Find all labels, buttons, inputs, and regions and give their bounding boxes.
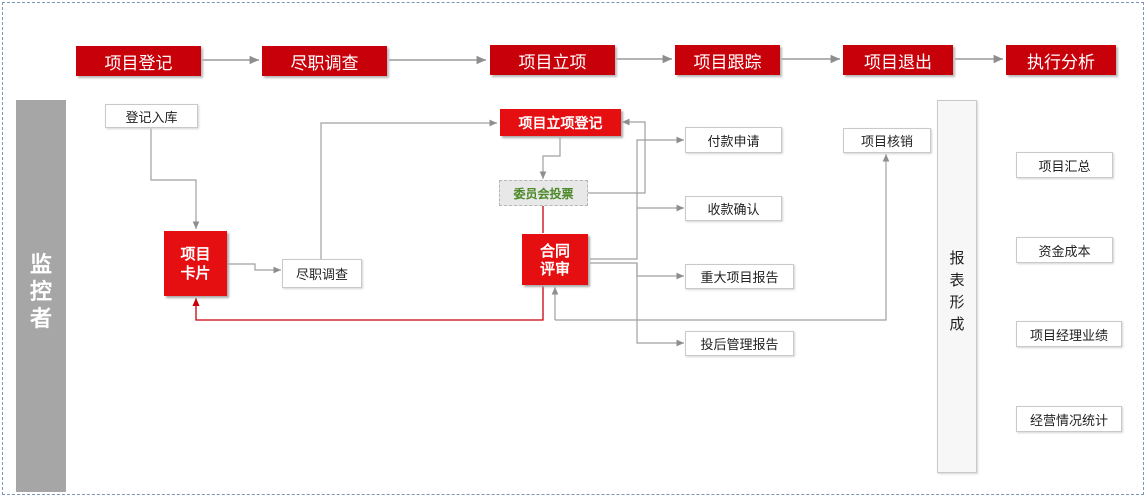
report-char: 表 bbox=[949, 271, 965, 289]
arrow-diligence-to-approval bbox=[320, 119, 497, 259]
node-approval-register: 项目立项登记 bbox=[500, 109, 621, 136]
arrow-register-to-card bbox=[150, 128, 200, 229]
arrow-contract-to-tracking bbox=[590, 136, 684, 260]
stage-approval: 项目立项 bbox=[490, 45, 615, 75]
monitor-char: 监 bbox=[29, 253, 52, 278]
node-project-writeoff: 项目核销 bbox=[843, 128, 931, 153]
report-char: 报 bbox=[949, 249, 965, 267]
analysis-capital-cost: 资金成本 bbox=[1016, 237, 1113, 263]
arrow-card-to-diligence bbox=[228, 263, 281, 274]
monitor-label: 监 控 者 bbox=[16, 252, 66, 333]
monitor-char: 控 bbox=[29, 280, 52, 305]
node-due-diligence: 尽职调查 bbox=[282, 259, 362, 288]
node-payment-request: 付款申请 bbox=[685, 127, 782, 153]
stage-registration: 项目登记 bbox=[76, 46, 201, 76]
node-major-project-report: 重大项目报告 bbox=[685, 264, 794, 289]
analysis-project-summary: 项目汇总 bbox=[1016, 152, 1113, 178]
report-formation-label: 报 表 形 成 bbox=[937, 247, 977, 335]
stage-exit: 项目退出 bbox=[843, 45, 953, 75]
stage-due-diligence: 尽职调查 bbox=[262, 46, 387, 76]
arrow-to-post-report bbox=[636, 263, 684, 347]
contract-review-line: 评审 bbox=[539, 259, 570, 278]
contract-review-line: 合同 bbox=[539, 241, 570, 260]
analysis-manager-performance: 项目经理业绩 bbox=[1016, 321, 1122, 347]
stage-tracking: 项目跟踪 bbox=[675, 45, 780, 75]
stage-analysis: 执行分析 bbox=[1006, 45, 1116, 75]
node-post-investment-report: 投后管理报告 bbox=[685, 331, 794, 356]
node-contract-review: 合同 评审 bbox=[522, 234, 588, 285]
arrow-to-writeoff bbox=[555, 154, 890, 321]
report-formation-panel bbox=[937, 100, 977, 473]
project-card-line: 卡片 bbox=[180, 263, 211, 282]
monitor-sidebar bbox=[16, 100, 66, 492]
report-char: 成 bbox=[949, 315, 965, 333]
analysis-operation-stats: 经营情况统计 bbox=[1016, 406, 1122, 432]
node-committee-vote: 委员会投票 bbox=[499, 180, 588, 206]
report-char: 形 bbox=[949, 293, 965, 311]
project-card-line: 项目 bbox=[180, 244, 211, 263]
node-receipt-confirm: 收款确认 bbox=[685, 196, 782, 221]
arrow-vote-back-to-approval bbox=[588, 118, 646, 194]
node-project-card: 项目 卡片 bbox=[164, 231, 227, 296]
node-register-storage: 登记入库 bbox=[105, 104, 198, 128]
arrow-approval-to-vote bbox=[539, 137, 561, 179]
monitor-char: 者 bbox=[29, 307, 52, 332]
red-arrow-contract-to-card bbox=[192, 286, 544, 321]
